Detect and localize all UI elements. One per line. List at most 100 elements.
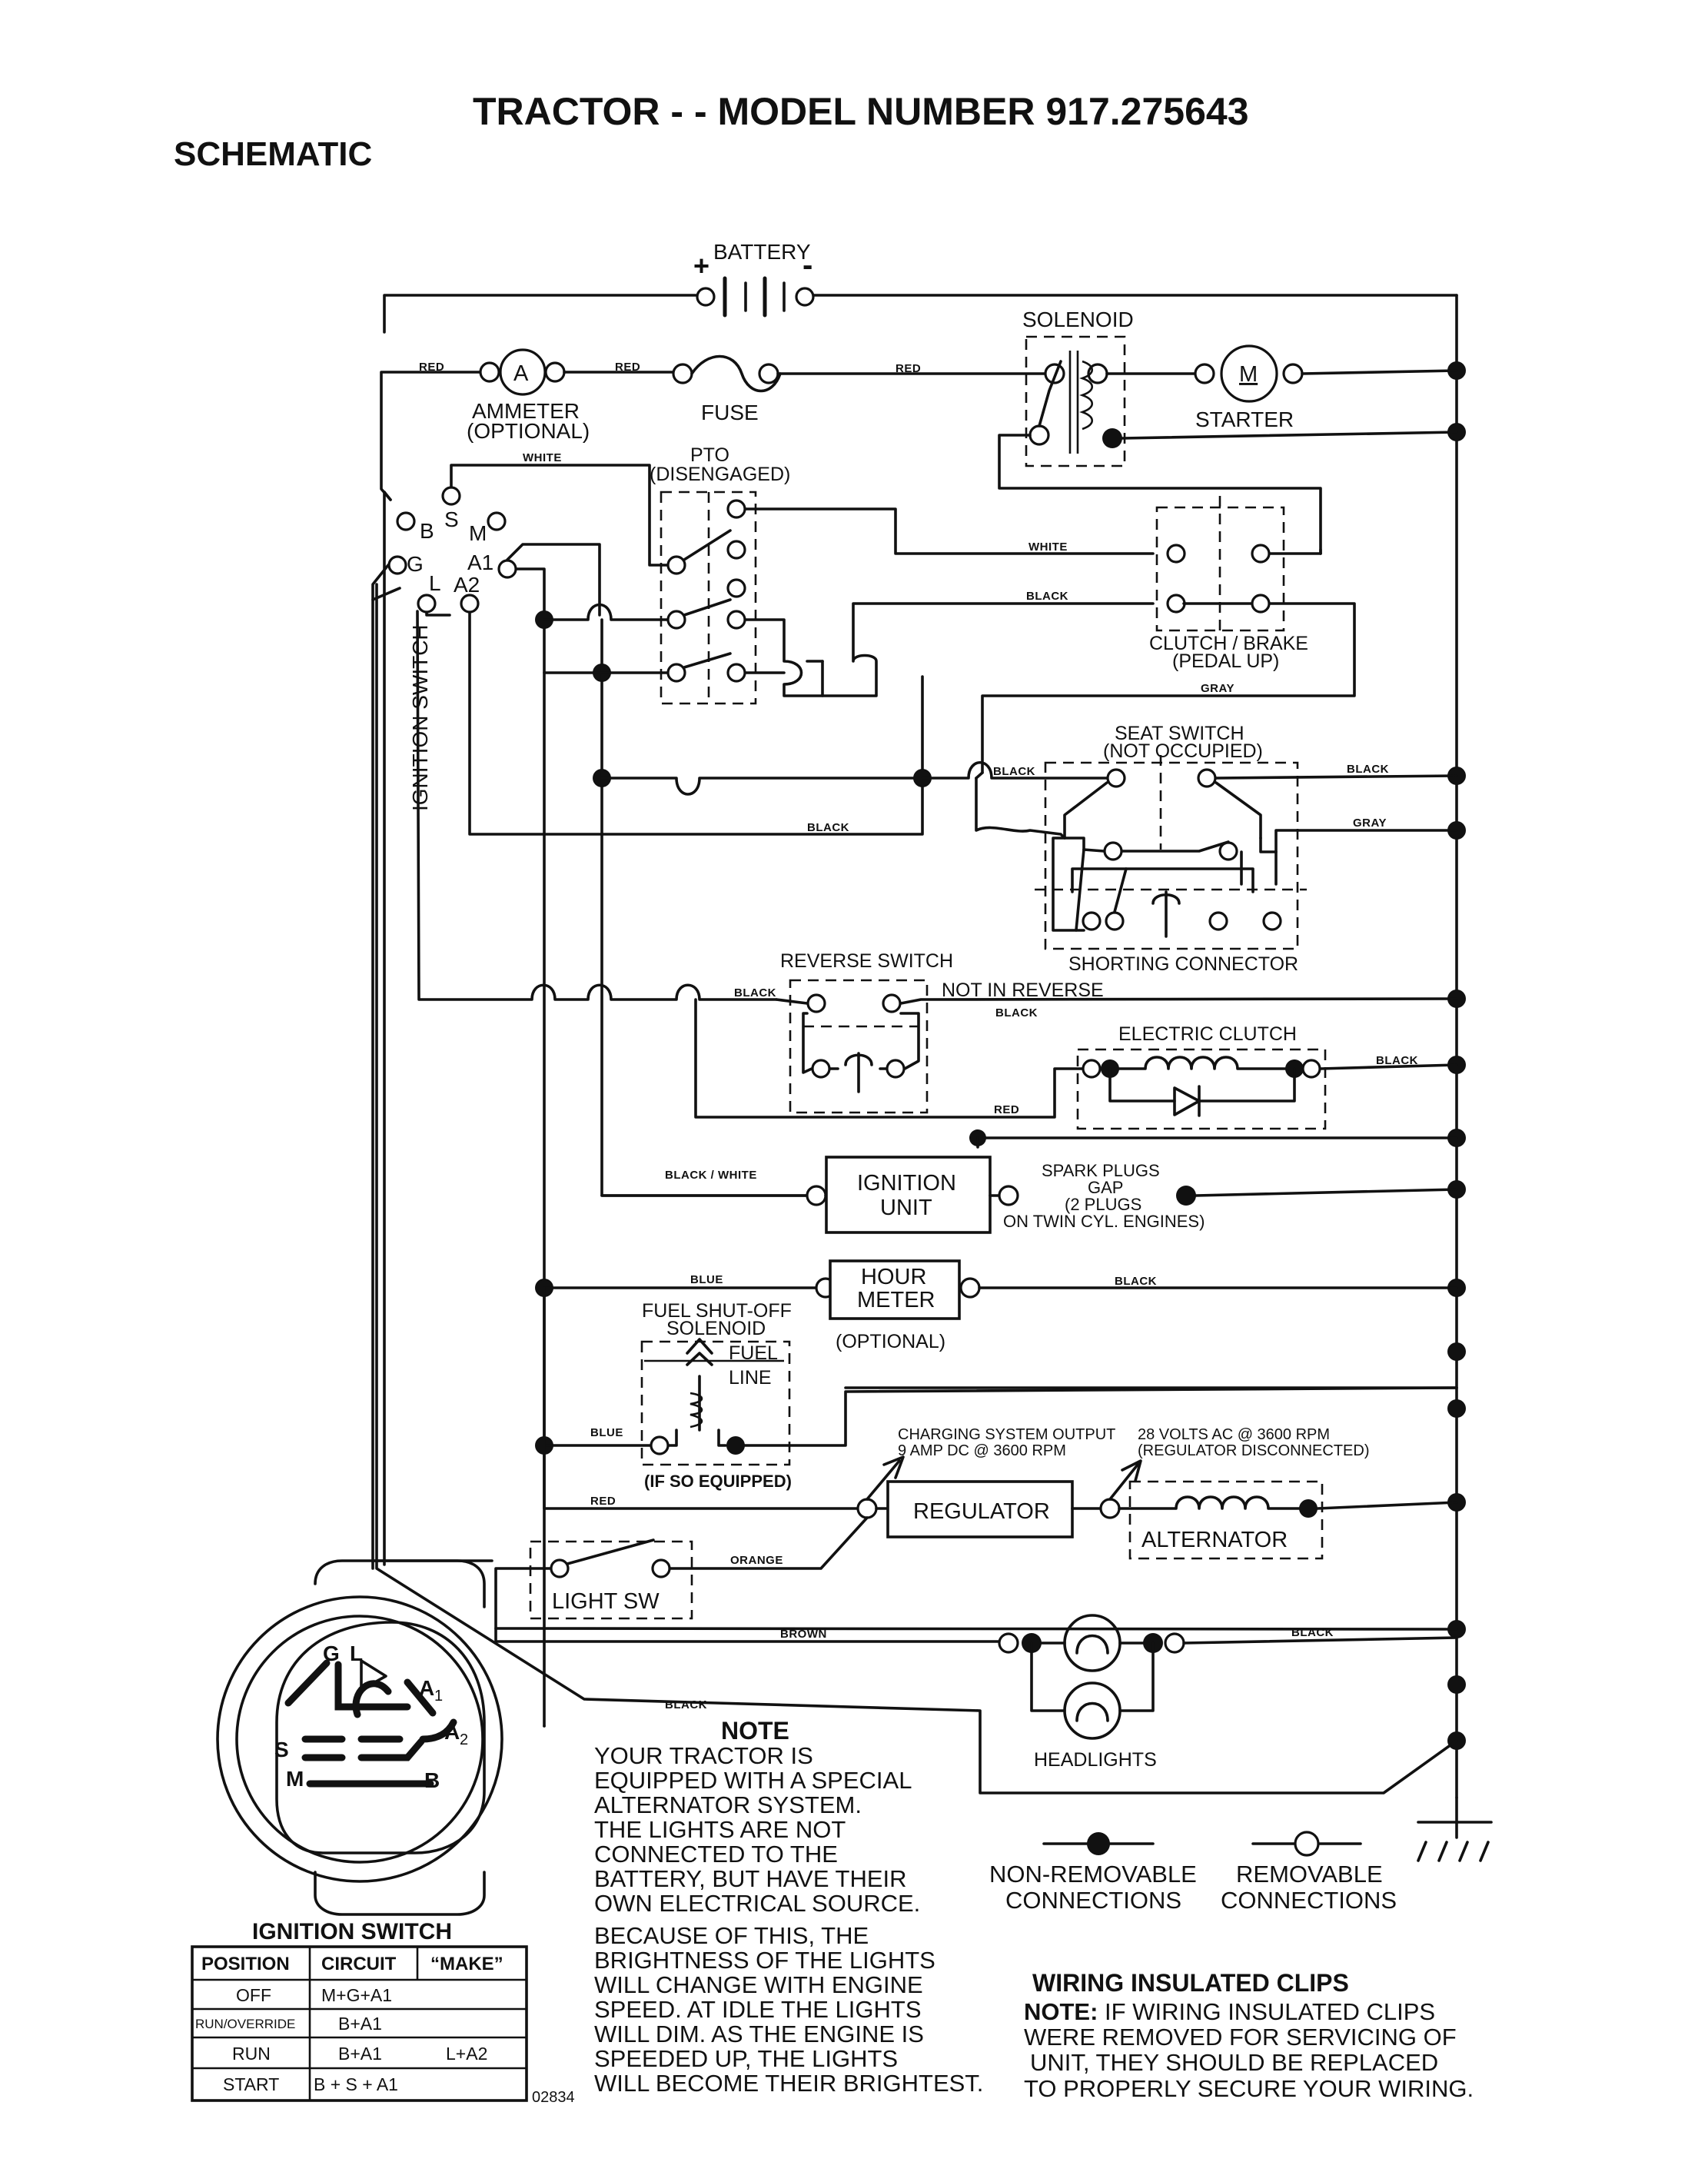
wire-label-black-3: BLACK: [1347, 763, 1389, 776]
hour-meter-label-2: METER: [857, 1288, 935, 1312]
table-row-3-circuit: B+A1: [338, 2044, 382, 2064]
battery-label: BATTERY: [713, 240, 811, 264]
clips-note-text-1: IF WIRING INSULATED CLIPS: [1098, 1998, 1435, 2025]
starter-letter: M: [1239, 362, 1258, 387]
reverse-switch: REVERSE SWITCH BLACK NOT IN REVERSE BLAC…: [734, 950, 1458, 1114]
wire-label-red-4: RED: [994, 1103, 1019, 1116]
ignition-unit: BLACK / WHITE IGNITION UNIT SPARK PLUGS …: [600, 1129, 1458, 1234]
ign-face-a1-sub: 1: [434, 1688, 443, 1705]
figure-number: 02834: [532, 2089, 575, 2106]
clips-note-block: WIRING INSULATED CLIPS NOTE: IF WIRING I…: [1024, 1969, 1474, 2102]
charging-output-label-1: CHARGING SYSTEM OUTPUT: [898, 1426, 1115, 1443]
headlights-label: HEADLIGHTS: [1034, 1749, 1157, 1771]
ammeter-optional-label: (OPTIONAL): [467, 419, 590, 443]
note-line: WILL BECOME THEIR BRIGHTEST.: [594, 2070, 983, 2097]
wire-label-white-1: WHITE: [523, 451, 562, 464]
charging-output-label-2: 9 AMP DC @ 3600 RPM: [898, 1442, 1066, 1459]
wire-label-red-3: RED: [896, 362, 921, 375]
starter-label: STARTER: [1195, 407, 1294, 431]
ign-term-a1: A1: [467, 550, 493, 574]
legend-removable-2: CONNECTIONS: [1221, 1887, 1397, 1914]
table-row-3-make: L+A2: [446, 2044, 487, 2064]
fuel-line-label-2: LINE: [729, 1367, 772, 1389]
table-header-circuit: CIRCUIT: [321, 1954, 397, 1974]
note-line: CONNECTED TO THE: [594, 1841, 838, 1868]
note-line: SPEED. AT IDLE THE LIGHTS: [594, 1996, 922, 2023]
ign-face-l: L: [350, 1641, 363, 1665]
hour-meter-label-1: HOUR: [861, 1265, 926, 1289]
table-row-4-circuit: B + S + A1: [314, 2074, 398, 2094]
pto-sub-label: (DISENGAGED): [650, 464, 790, 485]
solenoid-label: SOLENOID: [1022, 308, 1134, 331]
ign-face-a2: A: [444, 1720, 460, 1744]
ign-term-b: B: [420, 519, 434, 543]
wire-label-red-5: RED: [590, 1495, 616, 1508]
wire-label-black-pto: BLACK: [807, 821, 849, 834]
note-title: NOTE: [721, 1717, 789, 1745]
fuse-symbol: [690, 354, 782, 393]
battery: BATTERY + -: [383, 240, 1458, 334]
note-line: WILL DIM. AS THE ENGINE IS: [594, 2021, 924, 2047]
note-line: OWN ELECTRICAL SOURCE.: [594, 1890, 920, 1917]
light-switch-label: LIGHT SW: [552, 1589, 660, 1614]
main-ground-bus: [1417, 294, 1493, 1862]
note-line: THE LIGHTS ARE NOT: [594, 1816, 846, 1843]
table-row-1-circuit: M+G+A1: [321, 1985, 392, 2005]
ign-face-s: S: [274, 1738, 289, 1761]
wire-label-black-7: BLACK: [1291, 1626, 1334, 1639]
ign-term-m: M: [469, 521, 487, 545]
battery-plus-sign: +: [693, 250, 709, 281]
alternator-label: ALTERNATOR: [1141, 1528, 1288, 1552]
ignition-switch-title: IGNITION SWITCH: [252, 1919, 452, 1944]
electric-clutch-label: ELECTRIC CLUTCH: [1118, 1023, 1297, 1045]
alternator-volts-label-1: 28 VOLTS AC @ 3600 RPM: [1138, 1426, 1330, 1443]
clutch-brake-label: CLUTCH / BRAKE: [1149, 633, 1308, 654]
clips-note-label: NOTE:: [1024, 1998, 1098, 2025]
spark-plugs-label-2: GAP: [1088, 1178, 1123, 1197]
electric-clutch: ELECTRIC CLUTCH RED BLACK: [694, 998, 1458, 1130]
light-switch: ORANGE LIGHT SW: [494, 1516, 1458, 1631]
fuel-solenoid-label-2: SOLENOID: [666, 1318, 766, 1339]
shorting-connector-label: SHORTING CONNECTOR: [1068, 953, 1298, 975]
wire-label-black-4: BLACK: [995, 1006, 1038, 1019]
wire-label-white-2: WHITE: [1028, 541, 1068, 554]
seat-switch: SEAT SWITCH (NOT OCCUPIED) BLACK BLACK G…: [913, 723, 1458, 975]
wire-label-gray-2: GRAY: [1353, 817, 1387, 830]
note-line: EQUIPPED WITH A SPECIAL: [594, 1767, 912, 1794]
ignition-unit-label-2: UNIT: [880, 1196, 932, 1220]
fuel-solenoid-label-1: FUEL SHUT-OFF: [642, 1300, 792, 1322]
ign-term-l: L: [429, 571, 441, 595]
ignition-switch-vertical-label: IGNITION SWITCH: [408, 624, 432, 811]
spark-plugs-label-4: ON TWIN CYL. ENGINES): [1003, 1212, 1205, 1231]
table-row-2-position: RUN/OVERRIDE: [195, 2017, 295, 2031]
headlights: BROWN BLACK HEADLIGHTS: [494, 1614, 1458, 1771]
if-so-equipped-label: (IF SO EQUIPPED): [644, 1472, 792, 1491]
fuse-label: FUSE: [701, 401, 759, 424]
hour-meter-optional-label: (OPTIONAL): [836, 1331, 945, 1352]
ignition-switch-wiring: WHITE BLACK: [371, 451, 924, 1728]
connection-legend: NON-REMOVABLE CONNECTIONS REMOVABLE CONN…: [989, 1831, 1397, 1914]
wire-label-black-8: BLACK: [665, 1698, 707, 1711]
seat-switch-sub-label: (NOT OCCUPIED): [1103, 740, 1263, 762]
ignition-table: POSITION CIRCUIT “MAKE” OFF M+G+A1 RUN/O…: [191, 1945, 528, 2102]
note-line: ALTERNATOR SYSTEM.: [594, 1791, 862, 1818]
note-line: BATTERY, BUT HAVE THEIR: [594, 1865, 907, 1892]
ignition-unit-box: [825, 1156, 992, 1234]
alternator-volts-label-2: (REGULATOR DISCONNECTED): [1138, 1442, 1370, 1459]
legend-non-removable-2: CONNECTIONS: [1005, 1887, 1181, 1914]
wire-label-blue-2: BLUE: [590, 1426, 623, 1439]
wire-label-blue-1: BLUE: [690, 1273, 723, 1286]
ign-face-g: G: [323, 1641, 340, 1665]
pto-switch: PTO (DISENGAGED) WHITE BLACK: [650, 444, 1155, 705]
legend-non-removable-1: NON-REMOVABLE: [989, 1861, 1197, 1888]
wire-label-black-6: BLACK: [1115, 1275, 1157, 1288]
note-line: WILL CHANGE WITH ENGINE: [594, 1971, 923, 1998]
table-row-4-position: START: [223, 2074, 279, 2094]
ign-term-g: G: [407, 552, 424, 576]
hour-meter: BLUE HOUR METER BLACK (OPTIONAL): [535, 1259, 1458, 1352]
table-row-3-position: RUN: [232, 2044, 271, 2064]
wire-label-black-5: BLACK: [1376, 1054, 1418, 1067]
fuel-shutoff-solenoid: FUEL SHUT-OFF SOLENOID FUEL LINE BLUE (I…: [535, 1300, 1458, 1491]
clips-note-title: WIRING INSULATED CLIPS: [1032, 1969, 1349, 1997]
